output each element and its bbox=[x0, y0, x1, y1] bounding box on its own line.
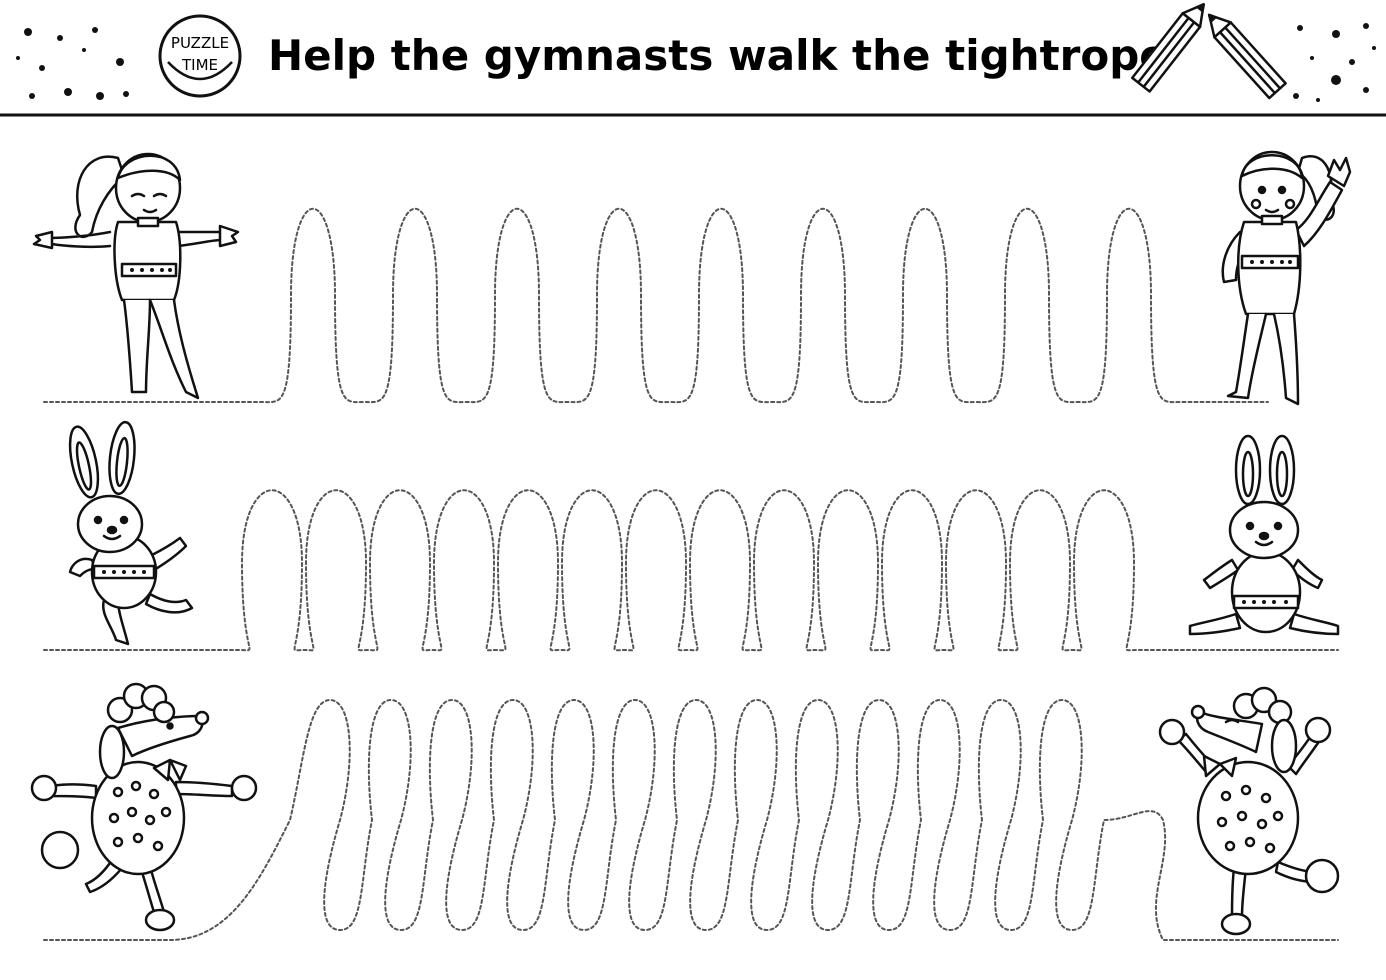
girl-gymnast-left bbox=[32, 152, 240, 400]
tightrope-path-3 bbox=[43, 698, 1339, 941]
badge-line1: PUZZLE bbox=[171, 34, 229, 52]
poodle-gymnast-right bbox=[1158, 686, 1340, 936]
header: PUZZLE TIME Help the gymnasts walk the t… bbox=[0, 3, 1386, 117]
confetti-dots-left bbox=[16, 27, 129, 100]
girl-gymnast-right bbox=[1221, 150, 1352, 406]
badge-line2: TIME bbox=[181, 56, 218, 74]
bunny-gymnast-left bbox=[68, 420, 194, 646]
trace-paths bbox=[43, 208, 1339, 941]
smile-icon bbox=[167, 61, 233, 81]
pencil-icon bbox=[1130, 3, 1205, 93]
puzzle-time-badge: PUZZLE TIME bbox=[158, 14, 242, 98]
tightrope-path-2 bbox=[43, 489, 1339, 652]
bunny-gymnast-right bbox=[1188, 434, 1340, 636]
pencil-icon bbox=[1207, 13, 1287, 100]
confetti-dots-right bbox=[1293, 23, 1376, 102]
poodle-gymnast-left bbox=[30, 682, 258, 932]
tightrope-path-1 bbox=[43, 208, 1269, 404]
page-title: Help the gymnasts walk the tightrope bbox=[268, 31, 1168, 80]
